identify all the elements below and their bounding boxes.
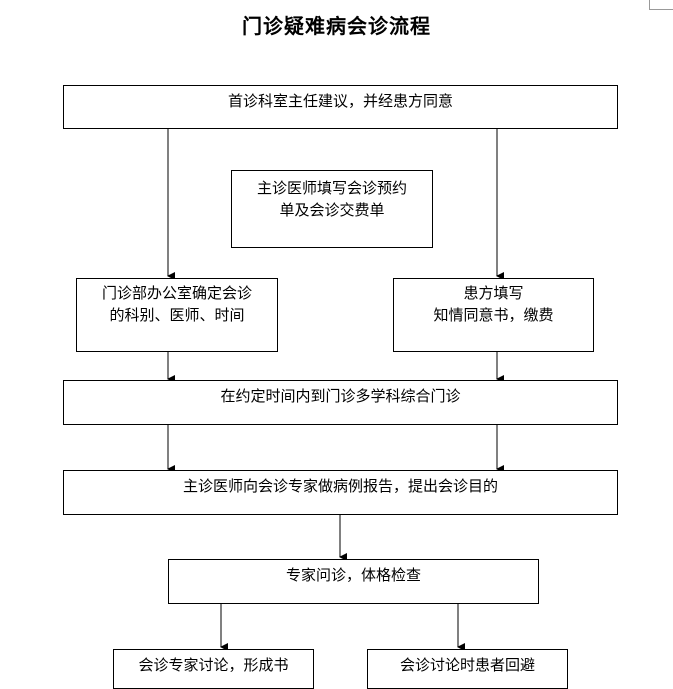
step-text: 患方填写 bbox=[463, 284, 524, 302]
step-text: 门诊部办公室确定会诊 bbox=[101, 284, 252, 302]
step-text: 的科别、医师、时间 bbox=[109, 306, 245, 324]
step-consult-suggestion: 首诊科室主任建议，并经患方同意 bbox=[63, 85, 618, 129]
page-corner-mark bbox=[649, 0, 673, 10]
step-expert-exam: 专家问诊，体格检查 bbox=[168, 559, 539, 604]
step-text: 专家问诊，体格检查 bbox=[285, 566, 421, 584]
step-case-report: 主诊医师向会诊专家做病例报告，提出会诊目的 bbox=[63, 470, 618, 515]
step-arrive-clinic: 在约定时间内到门诊多学科综合门诊 bbox=[63, 380, 618, 425]
step-text: 主诊医师填写会诊预约 bbox=[256, 179, 407, 197]
flowchart-title: 门诊疑难病会诊流程 bbox=[242, 14, 431, 38]
step-patient-consent: 患方填写 知情同意书，缴费 bbox=[393, 278, 594, 352]
step-text: 主诊医师向会诊专家做病例报告，提出会诊目的 bbox=[182, 477, 498, 495]
note-reservation-form: 主诊医师填写会诊预约 单及会诊交费单 bbox=[231, 170, 433, 248]
connectors bbox=[167, 128, 504, 651]
step-patient-withdraw: 会诊讨论时患者回避 bbox=[367, 649, 568, 689]
step-office-arrange: 门诊部办公室确定会诊 的科别、医师、时间 bbox=[76, 278, 278, 352]
step-text: 单及会诊交费单 bbox=[279, 201, 385, 219]
step-text: 会诊讨论时患者回避 bbox=[399, 656, 535, 674]
step-text: 在约定时间内到门诊多学科综合门诊 bbox=[220, 387, 461, 405]
step-text: 会诊专家讨论，形成书 bbox=[138, 656, 289, 674]
step-text: 知情同意书，缴费 bbox=[433, 306, 554, 324]
step-text: 首诊科室主任建议，并经患方同意 bbox=[227, 92, 453, 110]
step-expert-discussion: 会诊专家讨论，形成书 bbox=[113, 649, 314, 689]
